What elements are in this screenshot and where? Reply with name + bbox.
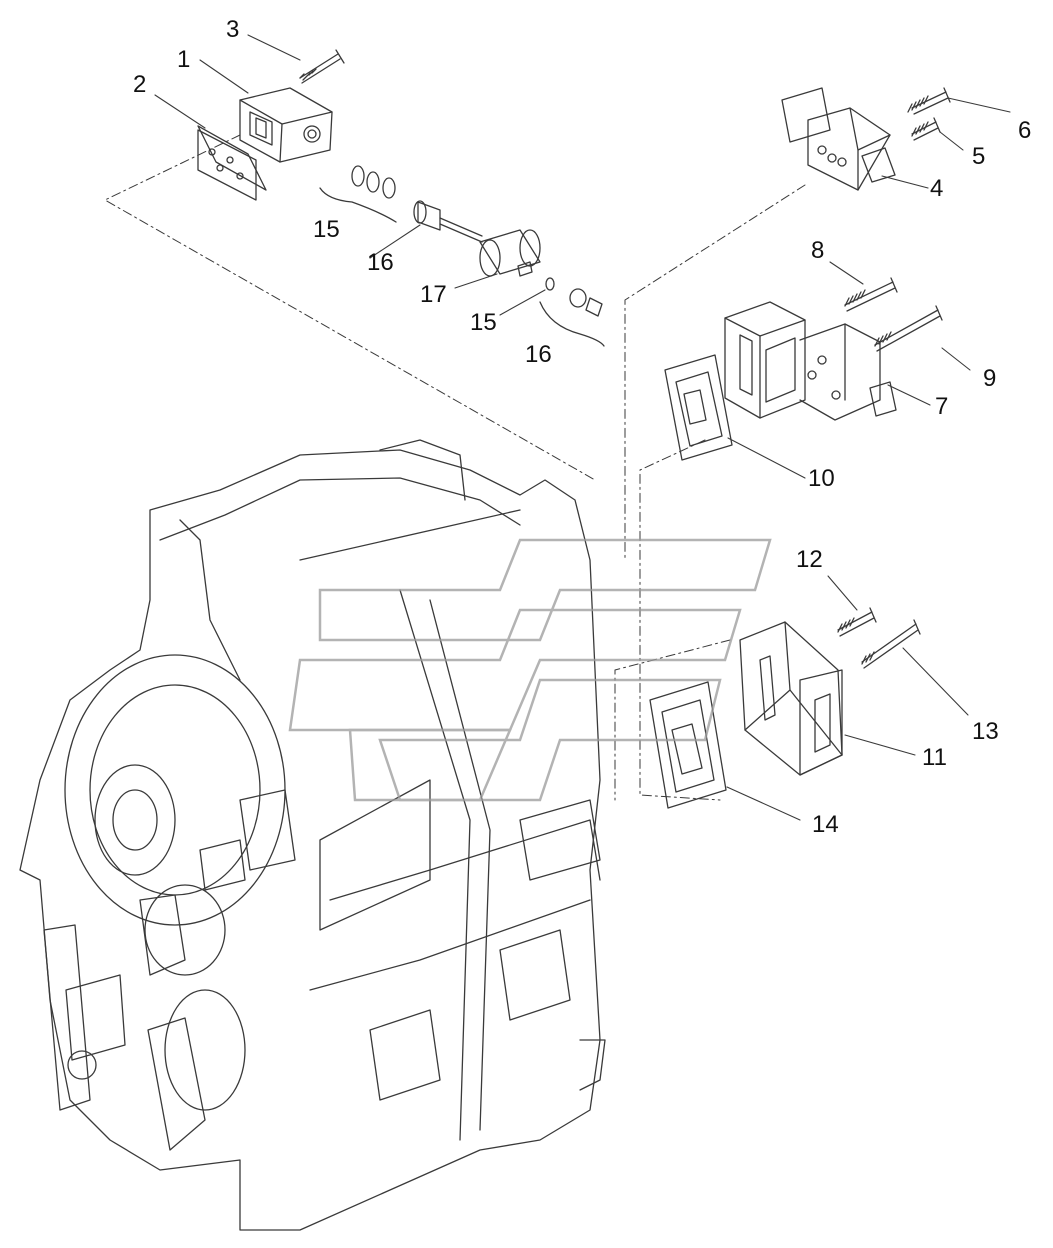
part-bolt-3 — [299, 49, 345, 84]
callout-4: 4 — [930, 175, 943, 202]
part-o-rings — [319, 165, 397, 223]
callout-12: 12 — [796, 546, 823, 573]
callout-16a: 16 — [367, 249, 394, 276]
callout-11: 11 — [922, 744, 947, 771]
callout-16b: 16 — [525, 341, 552, 368]
part-gasket-14 — [649, 681, 727, 809]
part-gasket-small — [197, 125, 267, 201]
callout-3: 3 — [226, 16, 239, 43]
part-bolts-5-6 — [907, 87, 951, 141]
callout-14: 14 — [812, 811, 839, 838]
part-valve-body — [239, 87, 333, 163]
callouts: 1 2 3 4 5 6 7 8 9 10 11 12 13 14 15 15 1… — [133, 16, 1031, 838]
callout-9: 9 — [983, 365, 996, 392]
callout-5: 5 — [972, 143, 985, 170]
transmission-housing — [19, 439, 606, 1231]
callout-2: 2 — [133, 71, 146, 98]
callout-17: 17 — [420, 281, 447, 308]
watermark-logo — [288, 538, 772, 802]
callout-13: 13 — [972, 718, 999, 745]
part-coil — [479, 229, 605, 347]
assembly-dashed-lines — [104, 134, 806, 801]
callout-15b: 15 — [470, 309, 497, 336]
part-bolts-8-9 — [844, 277, 943, 352]
callout-1: 1 — [177, 46, 190, 73]
part-gasket-10 — [664, 354, 733, 461]
callout-6: 6 — [1018, 117, 1031, 144]
callout-8: 8 — [811, 237, 824, 264]
part-valve-body-11 — [739, 621, 843, 776]
part-spool — [413, 200, 483, 243]
part-bolts-12-13 — [837, 607, 921, 669]
part-sensor — [781, 87, 896, 191]
callout-10: 10 — [808, 465, 835, 492]
callout-7: 7 — [935, 393, 948, 420]
leader-lines — [154, 34, 1011, 821]
part-valve-assembly — [724, 301, 897, 421]
callout-15a: 15 — [313, 216, 340, 243]
